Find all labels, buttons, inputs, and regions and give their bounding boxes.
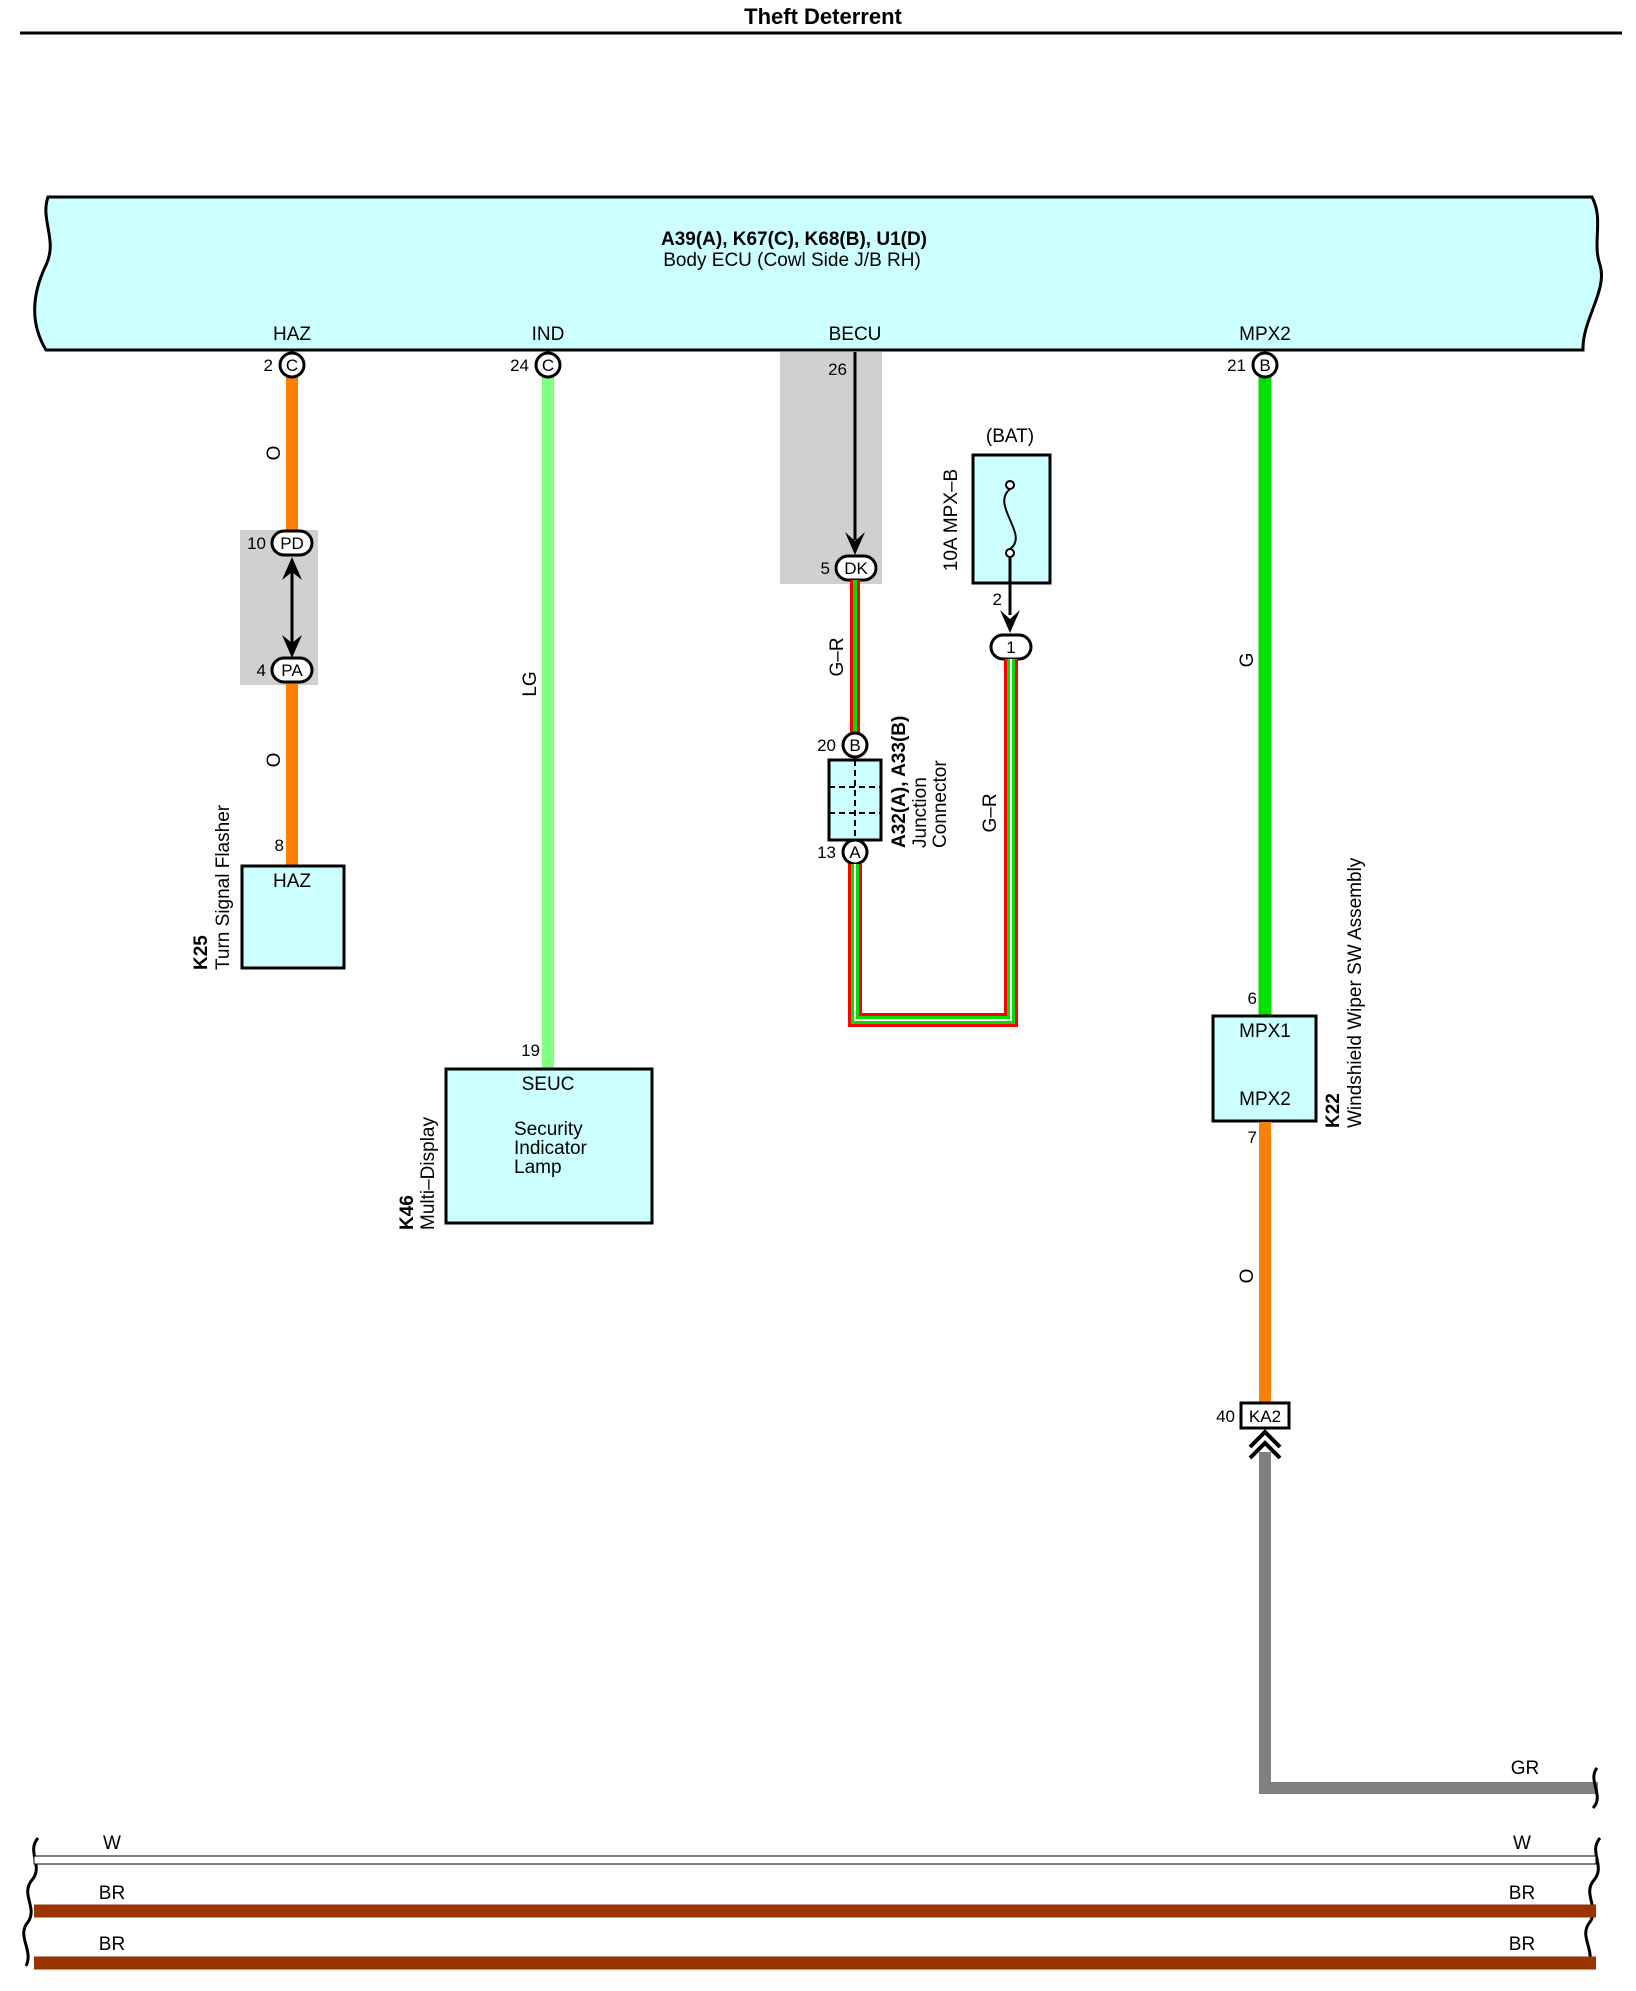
bus-w-label-right: W [1513, 1833, 1531, 1854]
ecu-mpx2-pin: 21 [1227, 356, 1246, 375]
pd-pa-arrow-up-icon [282, 557, 302, 580]
dk-connector-label: DK [844, 559, 868, 578]
wire-color-dk: G–R [827, 637, 848, 676]
k46-pin: 19 [521, 1041, 540, 1060]
becu-shade [780, 352, 882, 584]
k25-name: Turn Signal Flasher [213, 804, 234, 970]
k25-turn-signal-flasher[interactable] [240, 864, 346, 970]
wire-color-haz-upper: O [264, 446, 285, 461]
fuse-out-pin: 2 [993, 590, 1002, 609]
bus-br2-label-right: BR [1509, 1934, 1535, 1955]
k22-in-terminal: MPX1 [1239, 1021, 1291, 1042]
pd-connector[interactable] [270, 529, 314, 557]
bus-br2-label-left: BR [99, 1934, 125, 1955]
wire-color-ind: LG [520, 671, 541, 696]
ecu-ind-pin: 24 [510, 356, 529, 375]
bus-br1-label-right: BR [1509, 1883, 1535, 1904]
jc-name-line1: Junction [910, 777, 931, 848]
ecu-terminal-ind-connector[interactable] [534, 351, 562, 379]
fuse-top-contact [1005, 480, 1015, 490]
jc-bottom-pin: 13 [817, 843, 836, 862]
k22-out-terminal: MPX2 [1239, 1089, 1291, 1110]
wire-color-mpx2: G [1237, 653, 1258, 668]
jc-top-conn: B [849, 736, 860, 755]
ecu-terminal-haz-connector[interactable] [278, 351, 306, 379]
ecu-terminal-mpx2-connector[interactable] [1251, 351, 1279, 379]
wire-gr-loop-center [854, 659, 1012, 1021]
dk-chevron-icon [845, 532, 865, 555]
k22-in-pin: 6 [1248, 989, 1257, 1008]
ground-break-icon [1591, 1767, 1599, 1810]
body-ecu-name: Body ECU (Cowl Side J/B RH) [663, 250, 921, 271]
bus-w-label-left: W [103, 1833, 121, 1854]
pa-pin: 4 [257, 661, 266, 680]
fuse-junction-label: 1 [1006, 638, 1015, 657]
k46-multi-display[interactable] [444, 1067, 654, 1225]
k46-line2: Indicator [514, 1138, 588, 1159]
k22-out-pin: 7 [1248, 1128, 1257, 1147]
pd-connector-label: PD [280, 534, 304, 553]
ecu-terminal-haz: HAZ [273, 324, 311, 345]
ka2-label: KA2 [1249, 1407, 1281, 1426]
k46-code: K46 [397, 1195, 418, 1230]
pa-connector-label: PA [281, 661, 303, 680]
body-ecu-code: A39(A), K67(C), K68(B), U1(D) [661, 229, 927, 250]
ka2-connector[interactable] [1239, 1401, 1291, 1430]
ecu-terminal-becu: BECU [829, 324, 882, 345]
wire-color-wiper-out: O [1237, 1269, 1258, 1284]
jc-top-pin: 20 [817, 736, 836, 755]
fuse-rating: 10A MPX–B [941, 469, 962, 571]
ecu-ind-conn: C [542, 356, 554, 375]
diagram-title: Theft Deterrent [744, 4, 902, 29]
k22-code: K22 [1323, 1093, 1344, 1128]
k46-terminal: SEUC [522, 1074, 575, 1095]
ka2-chevron-icon [1248, 1429, 1282, 1460]
bus-br1-label-left: BR [99, 1883, 125, 1904]
jc-name-line2: Connector [930, 760, 951, 848]
wire-color-haz-lower: O [264, 753, 285, 768]
pd-pin: 10 [247, 534, 266, 553]
k46-line3: Lamp [514, 1157, 562, 1178]
fuse-chevron-icon [1000, 610, 1020, 633]
dk-pin: 5 [821, 559, 830, 578]
ecu-terminal-ind: IND [532, 324, 565, 345]
wire-color-ground: GR [1511, 1758, 1540, 1779]
becu-pin: 26 [828, 360, 847, 379]
fuse-element-icon [1003, 488, 1017, 550]
ecu-haz-pin: 2 [264, 356, 273, 375]
ecu-haz-conn: C [286, 356, 298, 375]
bus-w-line[interactable] [33, 1855, 1597, 1865]
jc-top-terminal[interactable] [841, 731, 869, 759]
k25-code: K25 [191, 935, 212, 970]
k22-name: Windshield Wiper SW Assembly [1345, 857, 1366, 1128]
ka2-pin: 40 [1216, 1407, 1235, 1426]
bus-right-break-icon [1584, 1837, 1602, 1967]
pd-pa-arrow-down-icon [282, 635, 302, 658]
ecu-mpx2-conn: B [1259, 356, 1270, 375]
k46-line1: Security [514, 1119, 583, 1140]
jc-code: A32(A), A33(B) [889, 716, 910, 848]
wire-color-fuse-out: G–R [980, 793, 1001, 832]
fuse-bottom-contact [1005, 548, 1015, 558]
k25-terminal: HAZ [273, 871, 311, 892]
k46-name: Multi–Display [418, 1117, 439, 1230]
fuse-source: (BAT) [986, 426, 1034, 447]
wire-ground[interactable] [1259, 1452, 1598, 1794]
body-ecu-block[interactable] [33, 195, 1603, 352]
k25-pin: 8 [275, 836, 284, 855]
jc-bottom-conn: A [849, 843, 861, 862]
k22-windshield-wiper-sw[interactable] [1211, 1014, 1318, 1123]
ecu-terminal-mpx2: MPX2 [1239, 324, 1291, 345]
